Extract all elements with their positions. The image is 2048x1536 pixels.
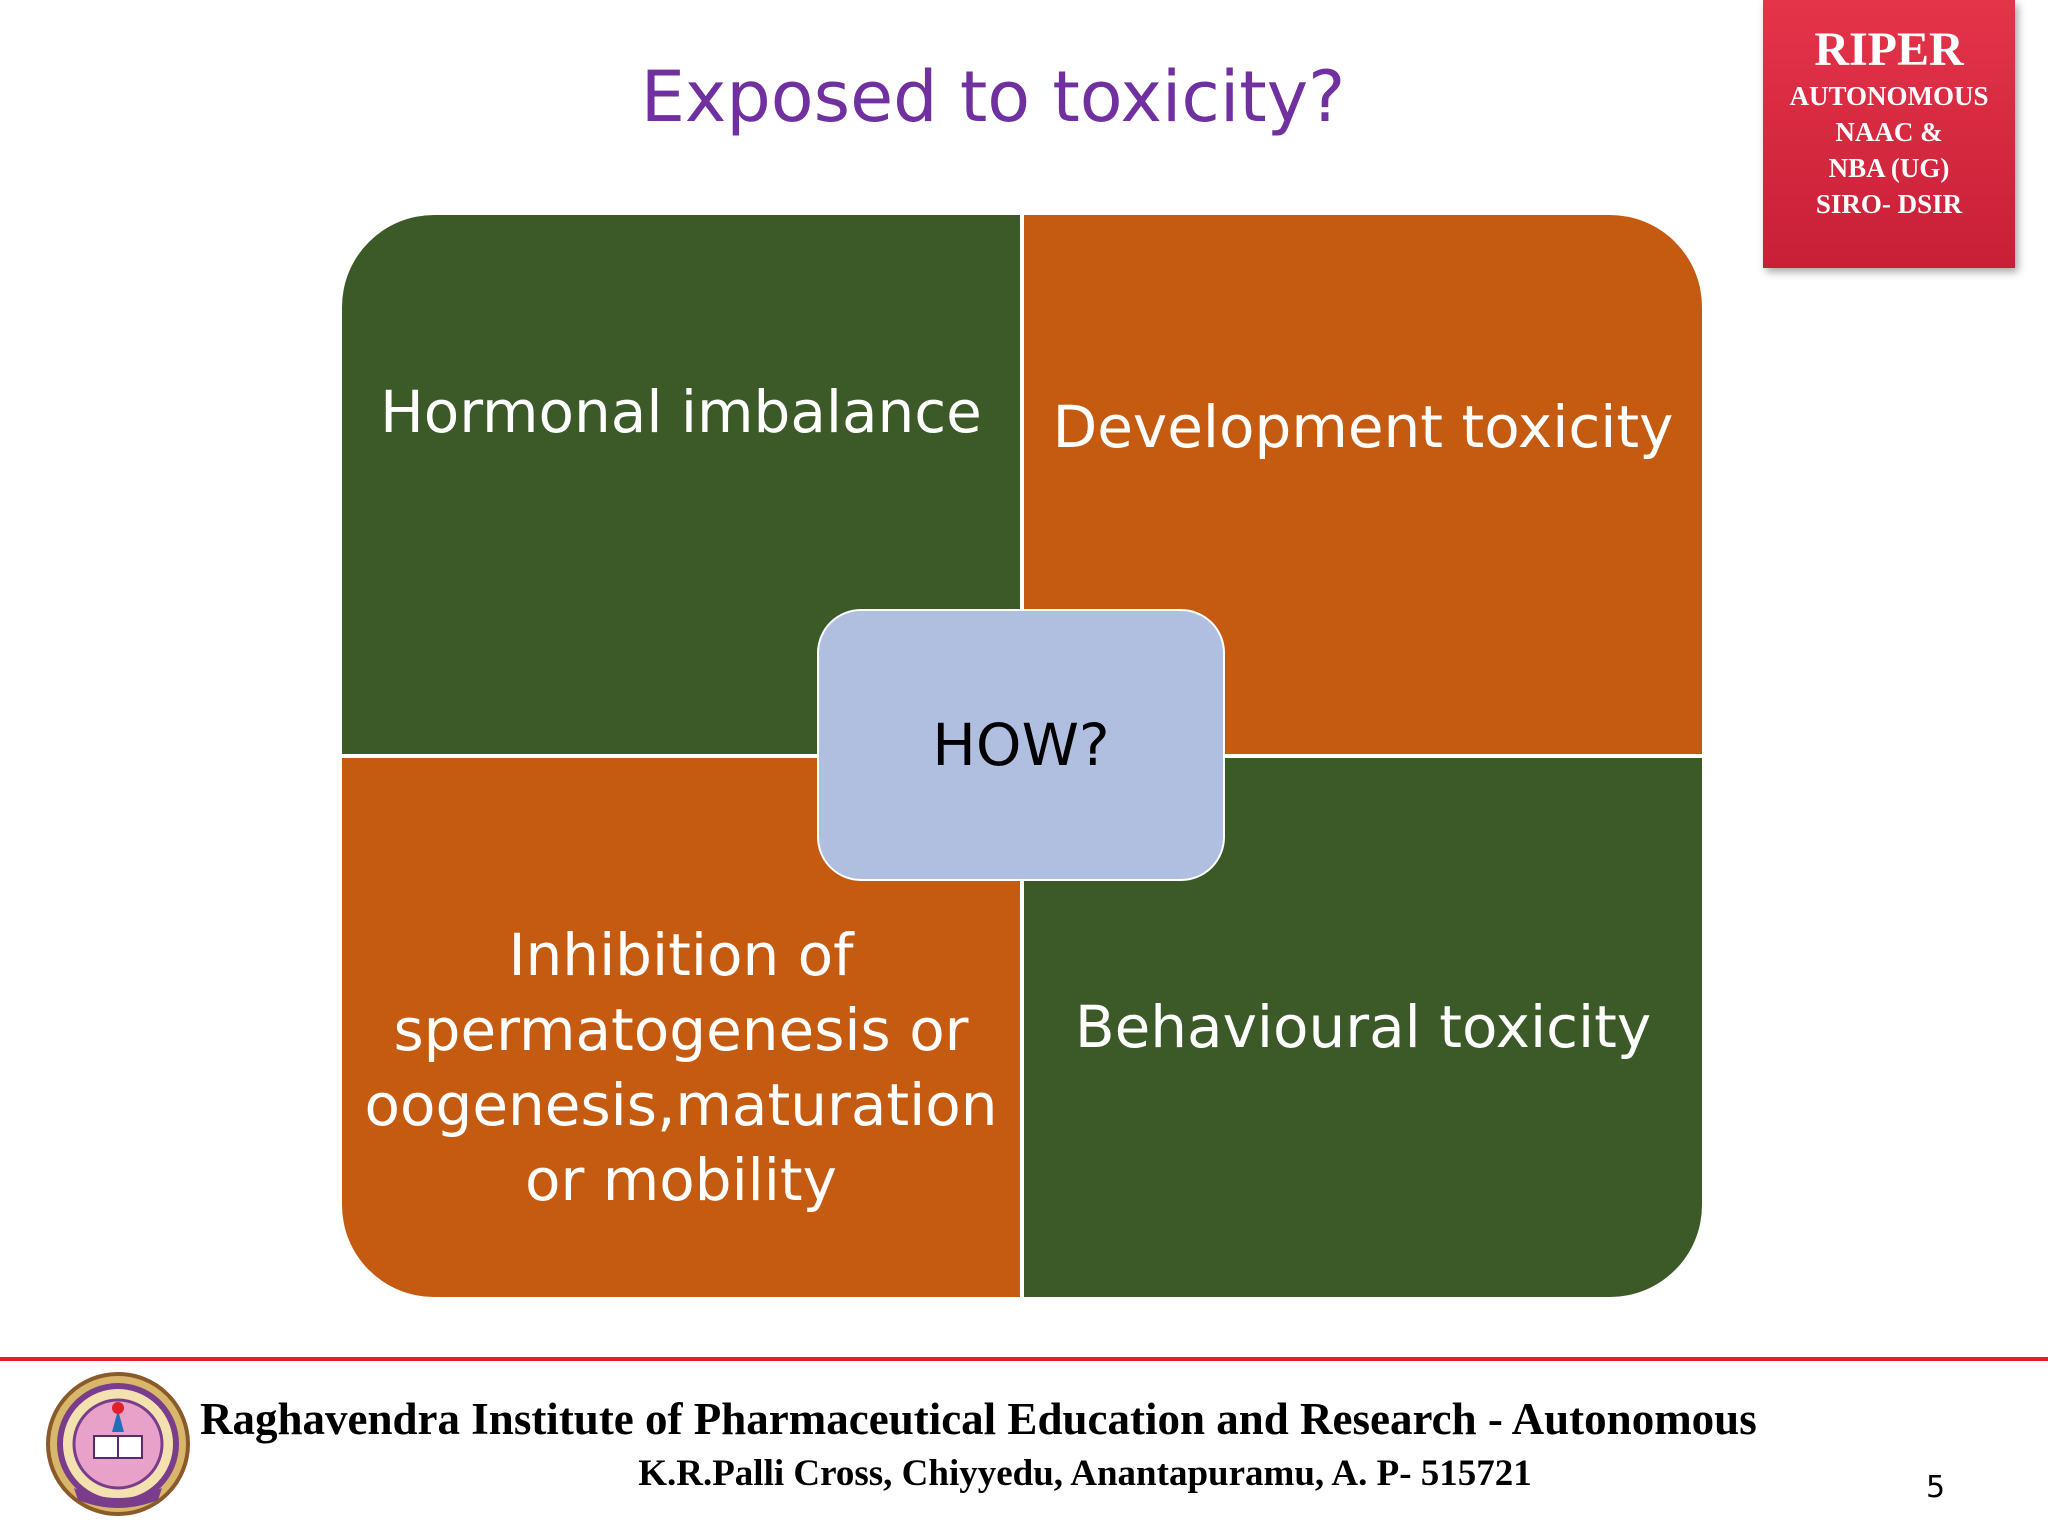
quadrant-label: Behavioural toxicity [1074,993,1652,1061]
toxicity-matrix: Hormonal imbalance Development toxicity … [342,215,1702,1297]
badge-line-naac: NAAC & [1835,117,1943,147]
riper-badge: RIPER AUTONOMOUS NAAC & NBA (UG) SIRO- D… [1763,0,2015,268]
slide-title: Exposed to toxicity? [640,56,1346,138]
quadrant-label: Development toxicity [1052,393,1674,461]
center-how-box: HOW? [817,609,1225,881]
quadrant-label: Hormonal imbalance [380,378,982,446]
badge-line-siro: SIRO- DSIR [1815,189,1963,219]
quadrant-inhibition: Inhibition of spermatogenesis or oogenes… [342,758,1020,1297]
quadrant-hormonal-imbalance: Hormonal imbalance [342,215,1020,754]
footer-institute-name: Raghavendra Institute of Pharmaceutical … [200,1394,1757,1444]
quadrant-label: Inhibition of spermatogenesis or oogenes… [364,920,998,1214]
footer-address: K.R.Palli Cross, Chiyyedu, Anantapuramu,… [638,1453,1532,1494]
badge-line-autonomous: AUTONOMOUS [1789,81,1989,111]
page-number: 5 [1926,1470,1946,1505]
center-label: HOW? [932,711,1110,779]
badge-line-nba: NBA (UG) [1828,153,1950,183]
badge-title: RIPER [1814,23,1964,76]
institute-logo-icon [46,1372,190,1516]
footer-divider [0,1357,2048,1361]
